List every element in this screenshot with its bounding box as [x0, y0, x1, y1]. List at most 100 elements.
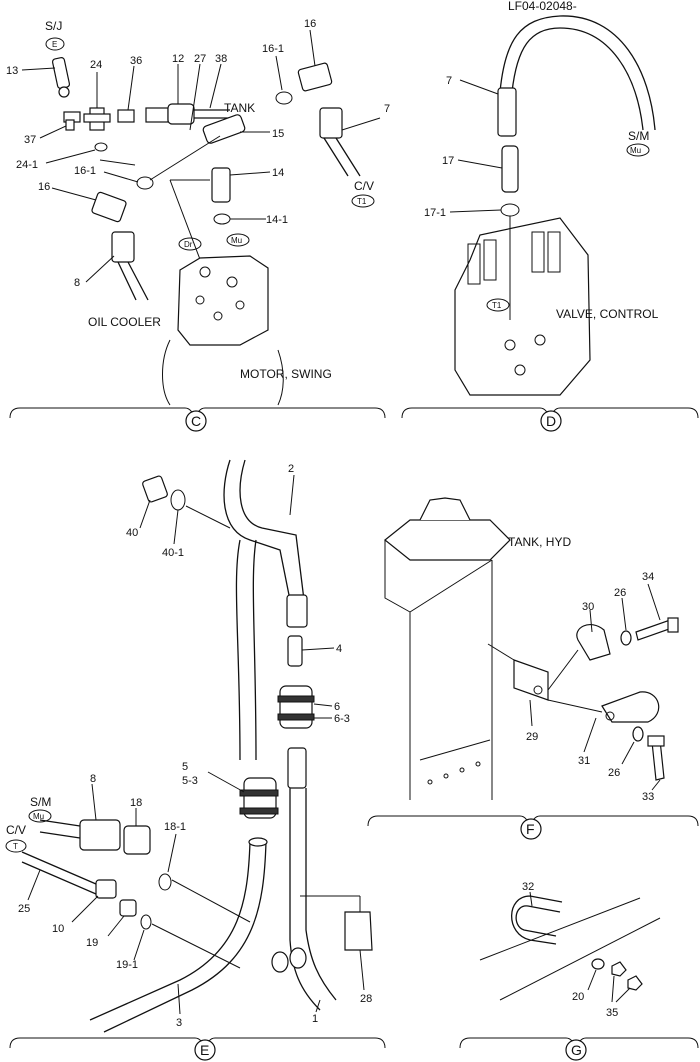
label-cv-e: C/V: [6, 823, 26, 837]
label-sm-e: S/M: [30, 795, 51, 809]
part-15-tee: [202, 114, 246, 144]
part-17-adapter: [501, 145, 519, 193]
part-14-adapter: [211, 167, 231, 203]
part-10-fitting: [95, 879, 117, 899]
callout-31: 31: [578, 755, 590, 767]
callout-20: 20: [572, 991, 584, 1003]
tank-hyd-top: [384, 519, 511, 561]
section-g: 32 20 35 G: [459, 881, 699, 1061]
label-tank-hyd: TANK, HYD: [508, 535, 571, 549]
part-30-clamp: [576, 624, 611, 661]
pipe-g-upper: [479, 897, 641, 961]
label-oil-cooler: OIL COOLER: [88, 315, 161, 329]
part-24-1-oring: [94, 142, 108, 152]
callout-40: 40: [126, 527, 138, 539]
part-32-ubolt: [515, 905, 561, 937]
callout-14-1: 14-1: [266, 214, 288, 226]
callout-26-bottom: 26: [608, 767, 620, 779]
callout-16-1-top: 16-1: [262, 43, 284, 55]
part-16-1-oring: [275, 91, 293, 105]
callout-18: 18: [130, 797, 142, 809]
part-29-bracket: [513, 659, 549, 701]
part-40-plug: [142, 475, 168, 503]
callout-3: 3: [176, 1017, 182, 1029]
callout-17: 17: [442, 155, 454, 167]
part-8-fitting-c: [111, 231, 135, 263]
part-18-adapter: [123, 825, 151, 855]
section-f: TANK, HYD 29 30 26 34 31 26 33: [367, 497, 699, 840]
part-19-1-oring: [140, 914, 152, 930]
part-16-1-oring-mid: [136, 176, 154, 190]
code-mu-d: Mu: [630, 146, 641, 155]
callout-30: 30: [582, 601, 594, 613]
callout-6-3: 6-3: [334, 713, 350, 725]
callout-28: 28: [360, 993, 372, 1005]
callout-1: 1: [312, 1013, 318, 1025]
callout-40-1: 40-1: [162, 547, 184, 559]
doc-code: LF04-02048-: [508, 0, 577, 13]
part-14-1-oring: [213, 213, 231, 225]
callout-24-1: 24-1: [16, 159, 38, 171]
section-label-g: G: [571, 1042, 582, 1058]
callout-7-c: 7: [384, 103, 390, 115]
callout-5-3: 5-3: [182, 775, 198, 787]
callout-8-e: 8: [90, 773, 96, 785]
callout-5: 5: [182, 761, 188, 773]
part-13-eye: [58, 86, 70, 98]
callout-36: 36: [130, 55, 142, 67]
part-31-clamp: [601, 691, 660, 723]
part-8-fitting-e: [79, 819, 121, 851]
label-tank: TANK: [224, 101, 255, 115]
section-label-e: E: [200, 1042, 209, 1058]
code-mu-e: Mu: [33, 812, 44, 821]
callout-27: 27: [194, 53, 206, 65]
callout-25: 25: [18, 903, 30, 915]
part-28-clip: [344, 911, 373, 951]
section-c: S/J E 13 24 37 36 24-1 12 27 38: [6, 18, 390, 432]
callout-19: 19: [86, 937, 98, 949]
part-12-fitting: [145, 107, 169, 123]
part-16-elbow-top: [297, 62, 333, 92]
label-sm-d: S/M: [628, 129, 649, 143]
code-t-e: T: [13, 842, 18, 851]
callout-4: 4: [336, 643, 342, 655]
label-valve-control: VALVE, CONTROL: [556, 307, 659, 321]
code-mu-c: Mu: [231, 236, 242, 245]
callout-24: 24: [90, 59, 102, 71]
callout-33: 33: [642, 791, 654, 803]
part-35-nut-1: [611, 961, 627, 977]
section-e: 2 40 40-1 4 6 6-3 5 5-3: [5, 459, 386, 1061]
part-19-adapter: [119, 899, 137, 917]
callout-37: 37: [24, 134, 36, 146]
part-26-washer-bottom: [632, 726, 644, 742]
callout-16-top: 16: [304, 18, 316, 30]
section-label-c: C: [191, 413, 201, 429]
label-cv-c: C/V: [354, 179, 374, 193]
callout-29: 29: [526, 731, 538, 743]
section-label-f: F: [526, 821, 535, 837]
pipe-g-lower: [499, 917, 661, 1001]
part-1-pipe: [289, 788, 321, 1011]
part-20-washer: [591, 958, 605, 970]
label-motor-swing: MOTOR, SWING: [240, 367, 332, 381]
callout-16-1-mid: 16-1: [74, 165, 96, 177]
callout-32: 32: [522, 881, 534, 893]
part-40-1-oring: [170, 489, 186, 511]
callout-7-d: 7: [446, 75, 452, 87]
callout-34: 34: [642, 571, 654, 583]
callout-16-mid: 16: [38, 181, 50, 193]
callout-26-top: 26: [614, 587, 626, 599]
part-13-shape: [51, 57, 71, 89]
part-6-hose: [279, 685, 313, 729]
motor-swing-body: [177, 255, 269, 346]
code-t1-c: T1: [357, 197, 367, 206]
callout-38: 38: [215, 53, 227, 65]
callout-14: 14: [272, 167, 284, 179]
callout-15: 15: [272, 128, 284, 140]
part-18-1-oring: [158, 873, 172, 891]
label-sj: S/J: [45, 19, 62, 33]
part-36-shape: [117, 109, 135, 123]
code-bubble: [45, 37, 65, 51]
